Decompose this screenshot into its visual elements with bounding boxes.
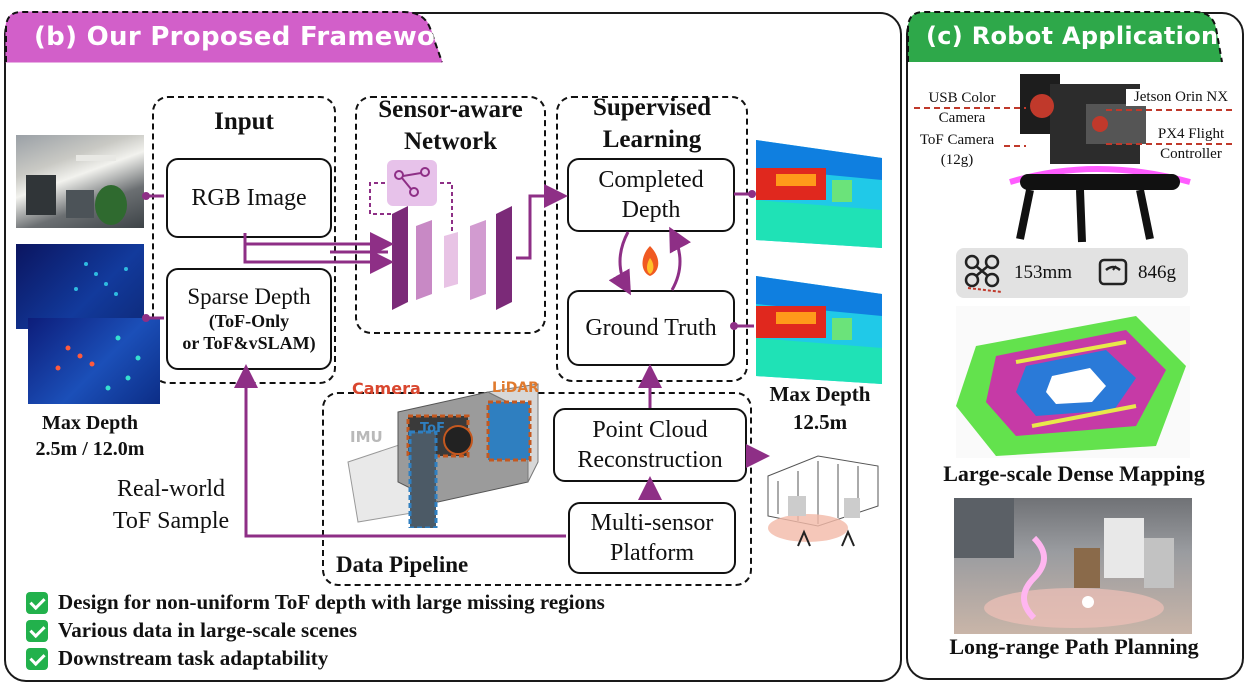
ground-truth-image — [756, 276, 882, 384]
framework-tab — [5, 11, 443, 63]
completed-depth-image — [756, 140, 882, 248]
planning-caption: Long-range Path Planning — [949, 634, 1199, 659]
camera-photo-label: Camera — [352, 379, 421, 398]
supervised-title-line1: Supervised — [592, 94, 712, 121]
left-max-depth-line1: Max Depth — [41, 412, 139, 434]
drone-size-icon — [964, 254, 1003, 293]
multi-sensor-line2: Platform — [610, 540, 694, 566]
rgb-image-box: RGB Image — [166, 158, 332, 238]
bullet-2: Various data in large-scale scenes — [58, 618, 358, 642]
network-title-line1: Sensor-aware — [378, 96, 523, 123]
tof-photo-label: ToF — [420, 421, 445, 436]
bullet-3: Downstream task adaptability — [58, 646, 329, 670]
check-icon — [26, 648, 48, 670]
rgb-image-label: RGB Image — [191, 185, 307, 211]
sparse-depth-label: Sparse Depth — [187, 284, 311, 309]
point-cloud-line1: Point Cloud — [592, 417, 708, 443]
flame-icon — [642, 246, 659, 276]
right-max-depth-line1: Max Depth — [769, 382, 871, 406]
drone-weight-value: 846g — [1138, 262, 1176, 283]
supervised-title-line2: Learning — [602, 126, 702, 153]
tof-sample-line2: ToF Sample — [112, 508, 230, 534]
left-max-depth-line2: 2.5m / 12.0m — [35, 438, 145, 460]
completed-depth-line1: Completed — [598, 167, 704, 193]
point-cloud-line2: Reconstruction — [577, 447, 723, 473]
robot-applications-title: (c) Robot Applications — [926, 22, 1233, 50]
sparse-depth-option-1: (ToF-Only — [208, 311, 290, 331]
multi-sensor-line1: Multi-sensor — [590, 510, 714, 536]
right-max-depth-line2: 12.5m — [792, 410, 848, 434]
graph-icon — [394, 167, 430, 197]
sensor-platform-photo: Camera LiDAR IMU ToF — [338, 372, 548, 528]
completed-depth-line2: Depth — [621, 197, 681, 223]
lidar-photo-label: LiDAR — [492, 380, 539, 396]
robot-applications-tab — [907, 11, 1223, 63]
sparse-depth-photo-1 — [16, 244, 144, 329]
tof-camera-line2: (12g) — [940, 152, 974, 168]
jetson-label: Jetson Orin NX — [1126, 89, 1236, 106]
rgb-photo — [16, 135, 144, 228]
usb-camera-line1: USB Color — [910, 90, 1014, 107]
tof-sample-line1: Real-world — [117, 476, 225, 502]
usb-camera-line2: Camera — [938, 110, 986, 126]
encoder-decoder-layers — [392, 206, 512, 310]
network-icon-bg — [387, 160, 437, 206]
sparse-depth-option-2: or ToF&vSLAM) — [182, 333, 316, 353]
point-cloud-image — [758, 436, 890, 560]
multi-sensor-box: Multi-sensor Platform — [568, 502, 736, 574]
input-title: Input — [214, 108, 274, 135]
network-title-line2: Network — [403, 128, 498, 155]
dense-mapping-image — [956, 306, 1190, 458]
px4-line2: Controller — [1160, 146, 1222, 162]
ground-truth-label: Ground Truth — [585, 315, 717, 341]
imu-photo-label: IMU — [350, 428, 383, 446]
sparse-depth-photo-2 — [28, 318, 160, 404]
data-pipeline-title: Data Pipeline — [332, 552, 473, 578]
network-diagram — [142, 160, 770, 538]
check-icon — [26, 592, 48, 614]
network-group — [355, 96, 546, 334]
scale-weight-icon — [1098, 258, 1128, 286]
px4-line1: PX4 Flight — [1150, 126, 1232, 143]
drone-size-value: 153mm — [1014, 262, 1073, 283]
tof-camera-line1: ToF Camera — [910, 132, 1004, 149]
bullet-1: Design for non-uniform ToF depth with la… — [58, 590, 605, 614]
mapping-caption: Large-scale Dense Mapping — [943, 461, 1205, 486]
completed-depth-box: Completed Depth — [567, 158, 735, 232]
ground-truth-box: Ground Truth — [567, 290, 735, 366]
check-icon — [26, 620, 48, 642]
framework-title: (b) Our Proposed Framework — [34, 22, 466, 52]
path-planning-image — [954, 498, 1192, 634]
drone-photo — [990, 64, 1200, 244]
